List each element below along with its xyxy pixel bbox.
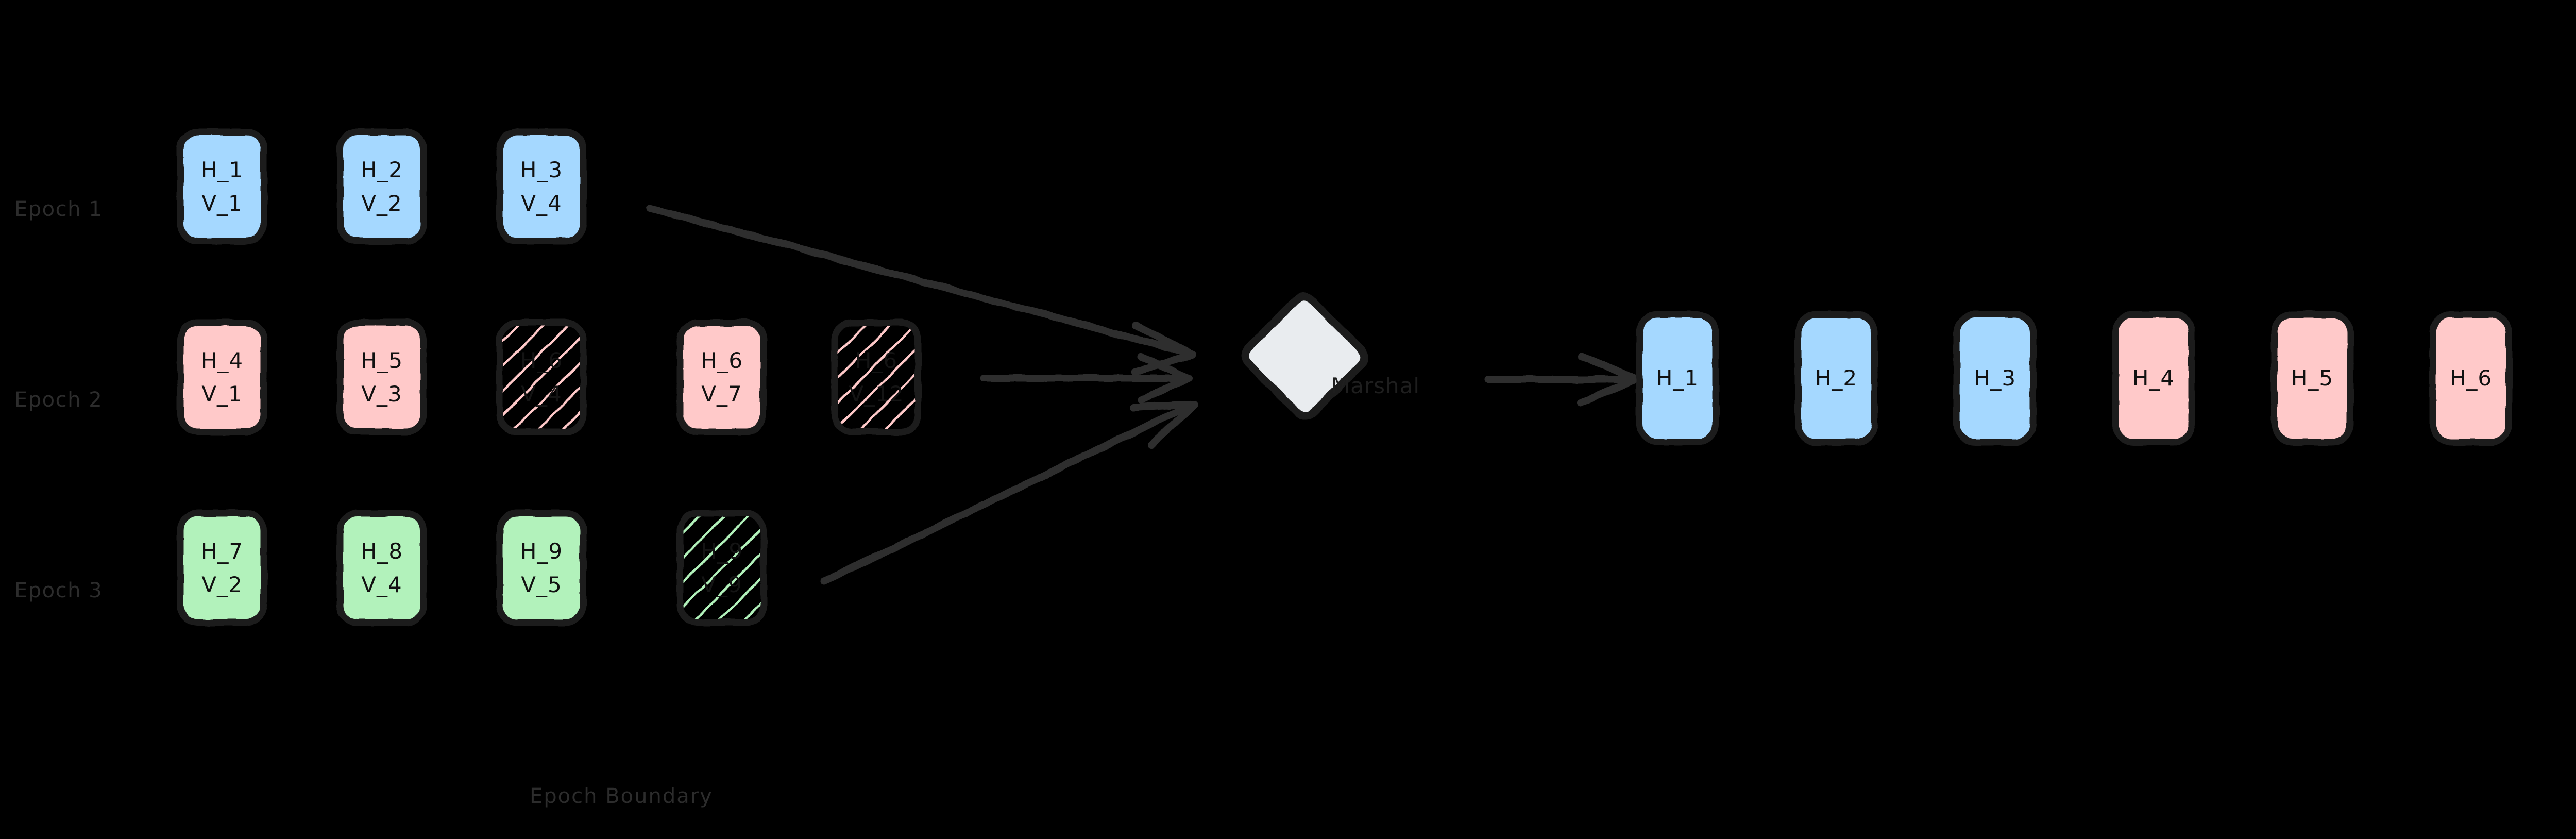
output-box-1[interactable]	[1794, 311, 1878, 446]
epoch-3-boxes	[177, 510, 767, 626]
output-box-5[interactable]	[2429, 311, 2513, 446]
epoch-boundary-label: Epoch Boundary	[530, 784, 713, 808]
epoch-3-box-1[interactable]	[336, 510, 427, 626]
epoch-2-row-label: Epoch 2	[14, 388, 103, 412]
output-box-2[interactable]	[1953, 311, 2037, 446]
epoch-2-boxes	[177, 319, 922, 435]
epoch-3-box-3-hatched[interactable]	[676, 510, 767, 626]
epoch-2-box-4-hatched[interactable]	[831, 319, 922, 435]
marshal-label: Marshal	[1331, 373, 1420, 398]
arrow-epoch-3-to-marshal	[821, 400, 1198, 585]
epoch-1-box-1[interactable]	[336, 128, 427, 245]
arrow-epoch-2-to-marshal	[980, 353, 1193, 404]
output-box-3[interactable]	[2112, 311, 2195, 446]
marshal-node[interactable]	[1241, 292, 1369, 421]
epoch-3-box-0[interactable]	[177, 510, 267, 626]
epoch-3-row-label: Epoch 3	[14, 579, 103, 602]
epoch-2-box-2-hatched[interactable]	[496, 319, 587, 435]
epoch-2-box-3[interactable]	[676, 319, 767, 435]
epoch-1-boxes	[177, 128, 587, 245]
output-boxes	[1636, 311, 2513, 446]
epoch-3-box-2[interactable]	[496, 510, 587, 626]
epoch-1-row-label: Epoch 1	[14, 197, 103, 221]
epoch-1-box-0[interactable]	[177, 128, 267, 245]
epoch-2-box-0[interactable]	[177, 319, 267, 435]
epoch-1-box-2[interactable]	[496, 128, 587, 245]
epoch-2-box-1[interactable]	[336, 319, 427, 435]
output-box-0[interactable]	[1636, 311, 1719, 446]
output-box-4[interactable]	[2270, 311, 2354, 446]
